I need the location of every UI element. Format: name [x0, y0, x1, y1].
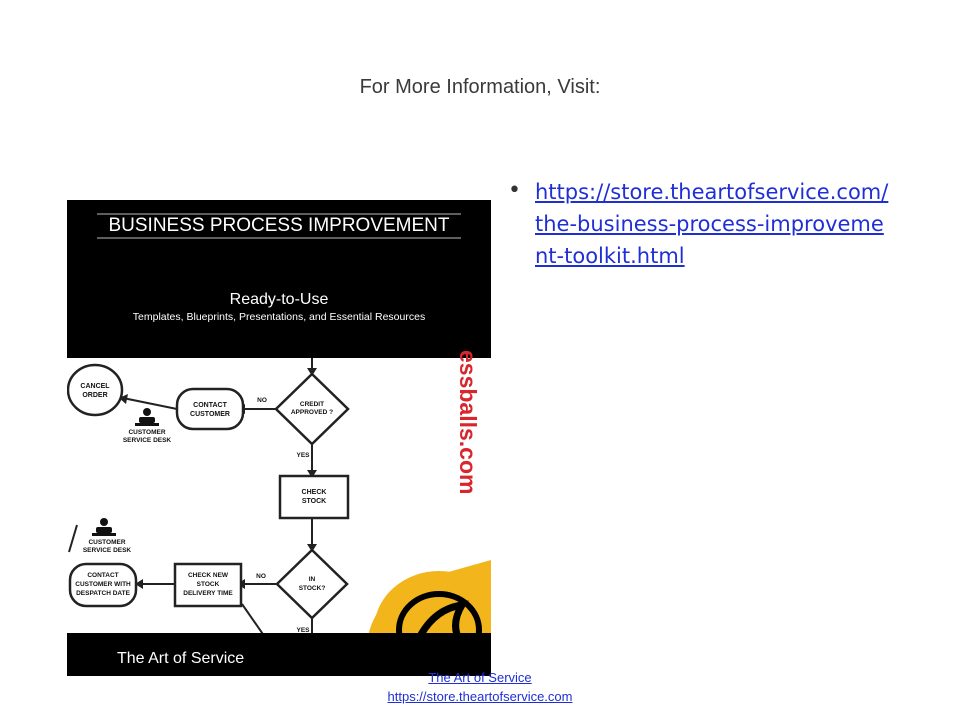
contact-customer-node	[175, 387, 245, 431]
footer-brand-link[interactable]: The Art of Service	[428, 670, 532, 685]
cover-heading: BUSINESS PROCESS IMPROVEMENT	[108, 215, 449, 236]
no-label-2: NO	[256, 573, 266, 580]
product-cover-image: BUSINESS PROCESS IMPROVEMENT Ready-to-Us…	[67, 200, 491, 676]
watermark-text: essballs.com	[455, 350, 481, 494]
cancel-order-node	[67, 363, 124, 417]
yes-label-1: YES	[296, 452, 310, 459]
check-new-stock-label-1: CHECK NEW	[188, 572, 229, 579]
person-icon	[92, 518, 116, 536]
arrow-to-contact-despatch	[135, 579, 143, 589]
cover-top-banner	[67, 200, 491, 358]
contact-despatch-label-1: CONTACT	[87, 572, 118, 579]
csd2-label-2: SERVICE DESK	[83, 547, 132, 554]
bullet-marker: •	[508, 178, 521, 203]
credit-approved-node	[274, 372, 350, 446]
cancel-order-label-1: CANCEL	[80, 383, 110, 390]
arrow-to-in-stock	[307, 544, 317, 552]
check-new-stock-node	[173, 562, 243, 608]
check-stock-label-1: CHECK	[302, 489, 327, 496]
check-new-stock-label-3: DELIVERY TIME	[183, 590, 233, 597]
in-stock-label-1: IN	[309, 576, 316, 583]
contact-despatch-label-3: DESPATCH DATE	[76, 590, 130, 597]
csd2-label-1: CUSTOMER	[88, 539, 125, 546]
arrow-to-check-stock	[307, 470, 317, 478]
cover-tagline: Templates, Blueprints, Presentations, an…	[133, 311, 425, 323]
check-new-stock-label-2: STOCK	[197, 581, 220, 588]
in-stock-label-2: STOCK?	[299, 585, 326, 592]
credit-approved-label-2: APPROVED ?	[291, 409, 333, 416]
contact-despatch-label-2: CUSTOMER WITH	[75, 581, 131, 588]
csd1-label-2: SERVICE DESK	[123, 437, 172, 444]
cover-brand: The Art of Service	[117, 650, 244, 667]
contact-customer-label-2: CUSTOMER	[190, 411, 230, 418]
slide-title: For More Information, Visit:	[359, 76, 601, 98]
yes-label-2: YES	[296, 627, 310, 634]
person-icon	[135, 408, 159, 426]
check-stock-label-2: STOCK	[302, 498, 326, 505]
contact-customer-label-1: CONTACT	[193, 402, 227, 409]
arrow-to-cancel	[119, 394, 128, 404]
footer-store-link[interactable]: https://store.theartofservice.com	[387, 689, 573, 704]
footer: The Art of Service https://store.thearto…	[0, 668, 960, 706]
cover-artwork: BUSINESS PROCESS IMPROVEMENT Ready-to-Us…	[67, 200, 491, 676]
in-stock-node	[275, 548, 349, 620]
cancel-order-label-2: ORDER	[82, 392, 107, 399]
toolkit-link[interactable]: https://store.theartofservice.com/the-bu…	[535, 180, 889, 268]
check-stock-node	[278, 474, 350, 520]
cover-brand-band	[67, 633, 491, 676]
cover-subheading: Ready-to-Use	[230, 291, 329, 308]
no-label-1: NO	[257, 397, 267, 404]
csd1-label-1: CUSTOMER	[128, 429, 165, 436]
arrow-to-credit	[307, 368, 317, 376]
contact-despatch-node	[68, 562, 138, 608]
credit-approved-label-1: CREDIT	[300, 401, 324, 408]
